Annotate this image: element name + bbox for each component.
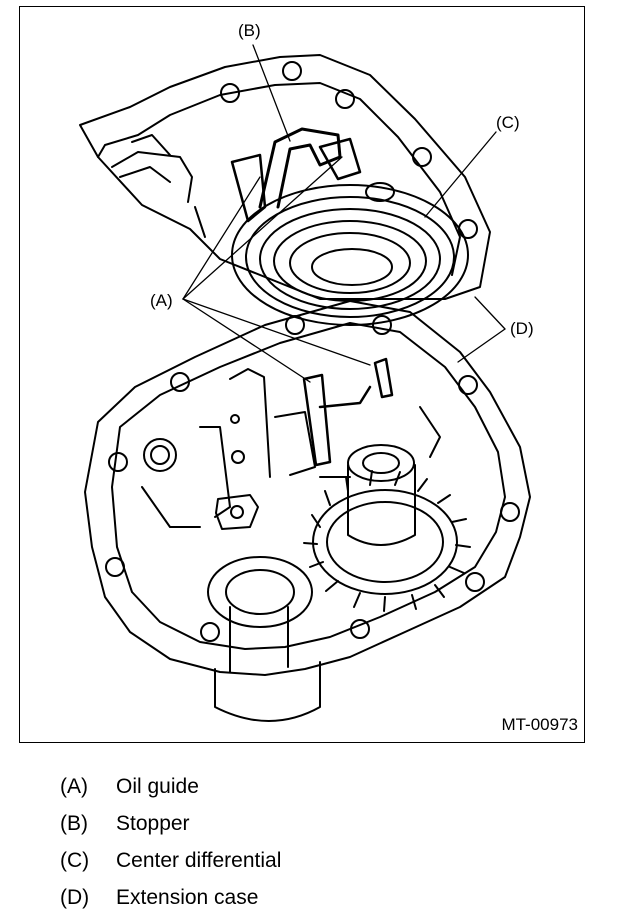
legend: (A) Oil guide (B) Stopper (C) Center dif… (60, 768, 281, 916)
oil-guide-upper (230, 137, 362, 223)
legend-label: Oil guide (116, 774, 199, 798)
figure-id: MT-00973 (501, 715, 578, 734)
callout-b: (B) (238, 21, 261, 40)
oil-guide-lower (302, 357, 394, 467)
legend-label: Extension case (116, 885, 259, 909)
legend-item: (C) Center differential (60, 842, 281, 879)
legend-key: (B) (60, 811, 88, 835)
legend-item: (D) Extension case (60, 879, 281, 916)
extension-case (84, 300, 531, 722)
legend-item: (B) Stopper (60, 805, 281, 842)
stopper (258, 127, 342, 209)
drive-gear (303, 444, 471, 612)
upper-case-half (79, 54, 491, 300)
callout-c: (C) (496, 113, 520, 132)
callout-d: (D) (510, 319, 534, 338)
figure-frame: (B) (C) (A) (D) MT-00973 (19, 6, 585, 743)
leader-lines (182, 44, 506, 383)
legend-item: (A) Oil guide (60, 768, 281, 805)
legend-label: Stopper (116, 811, 190, 835)
legend-label: Center differential (116, 848, 282, 872)
callout-a: (A) (150, 291, 173, 310)
legend-key: (D) (60, 885, 90, 909)
legend-key: (C) (60, 848, 90, 872)
center-differential (231, 182, 469, 326)
legend-key: (A) (60, 774, 88, 798)
transmission-drawing (79, 44, 531, 722)
